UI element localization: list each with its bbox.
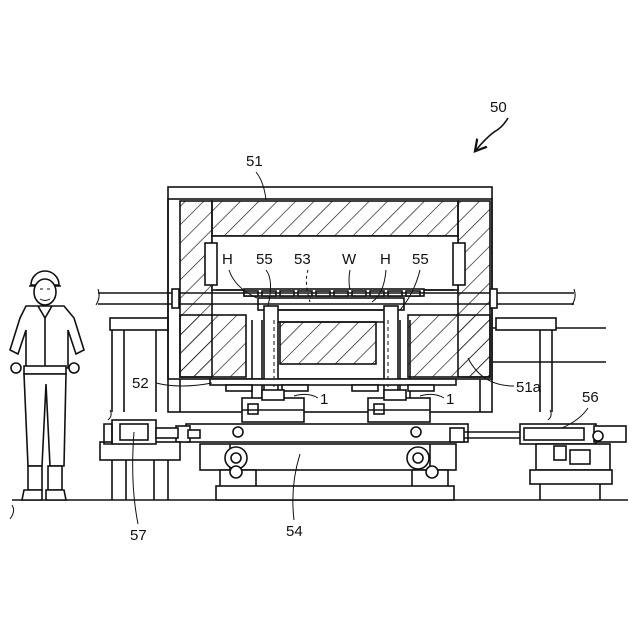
label-h-right: H bbox=[380, 251, 391, 268]
label-1-left: 1 bbox=[320, 391, 328, 408]
label-51a: 51a bbox=[516, 379, 542, 396]
unit-57 bbox=[100, 420, 180, 500]
unit-56 bbox=[450, 424, 626, 500]
floor-line bbox=[10, 500, 628, 519]
base-52 bbox=[210, 379, 456, 391]
leader-51 bbox=[256, 172, 266, 200]
label-w: W bbox=[342, 251, 357, 268]
mold-right-1 bbox=[368, 390, 430, 422]
label-57: 57 bbox=[130, 527, 147, 544]
label-h-left: H bbox=[222, 251, 233, 268]
label-50: 50 bbox=[490, 99, 507, 116]
label-55-left: 55 bbox=[256, 251, 273, 268]
label-55-right: 55 bbox=[412, 251, 429, 268]
label-54: 54 bbox=[286, 523, 303, 540]
arrow-50 bbox=[476, 118, 508, 150]
leader-52 bbox=[156, 383, 212, 386]
label-52: 52 bbox=[132, 375, 149, 392]
label-51: 51 bbox=[246, 153, 263, 170]
label-1-right: 1 bbox=[446, 391, 454, 408]
label-56: 56 bbox=[582, 389, 599, 406]
operator-figure bbox=[10, 271, 84, 500]
heater-53 bbox=[205, 236, 465, 310]
slide-54 bbox=[176, 424, 468, 500]
label-53: 53 bbox=[294, 251, 311, 268]
